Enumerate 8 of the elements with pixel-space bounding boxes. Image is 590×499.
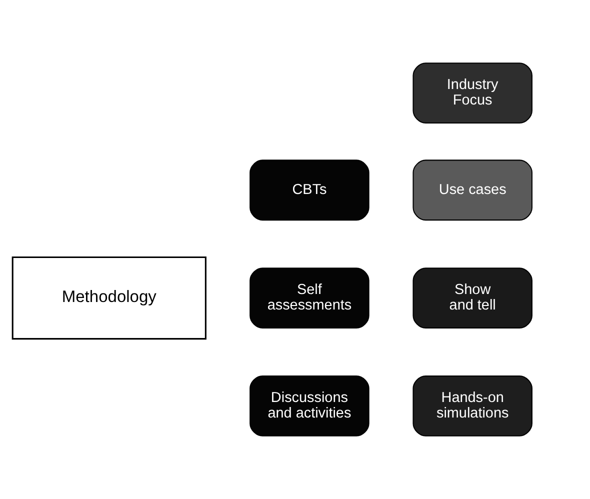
- node-box: Hands-on simulations: [412, 375, 532, 436]
- node-box: Use cases: [412, 160, 532, 221]
- node-box: CBTs: [250, 160, 370, 221]
- node-box: Methodology: [12, 256, 206, 340]
- node-box: Self assessments: [250, 268, 370, 328]
- node-box: Discussions and activities: [250, 375, 370, 436]
- node-box: Show and tell: [412, 268, 532, 328]
- node-box: Industry Focus: [412, 62, 532, 124]
